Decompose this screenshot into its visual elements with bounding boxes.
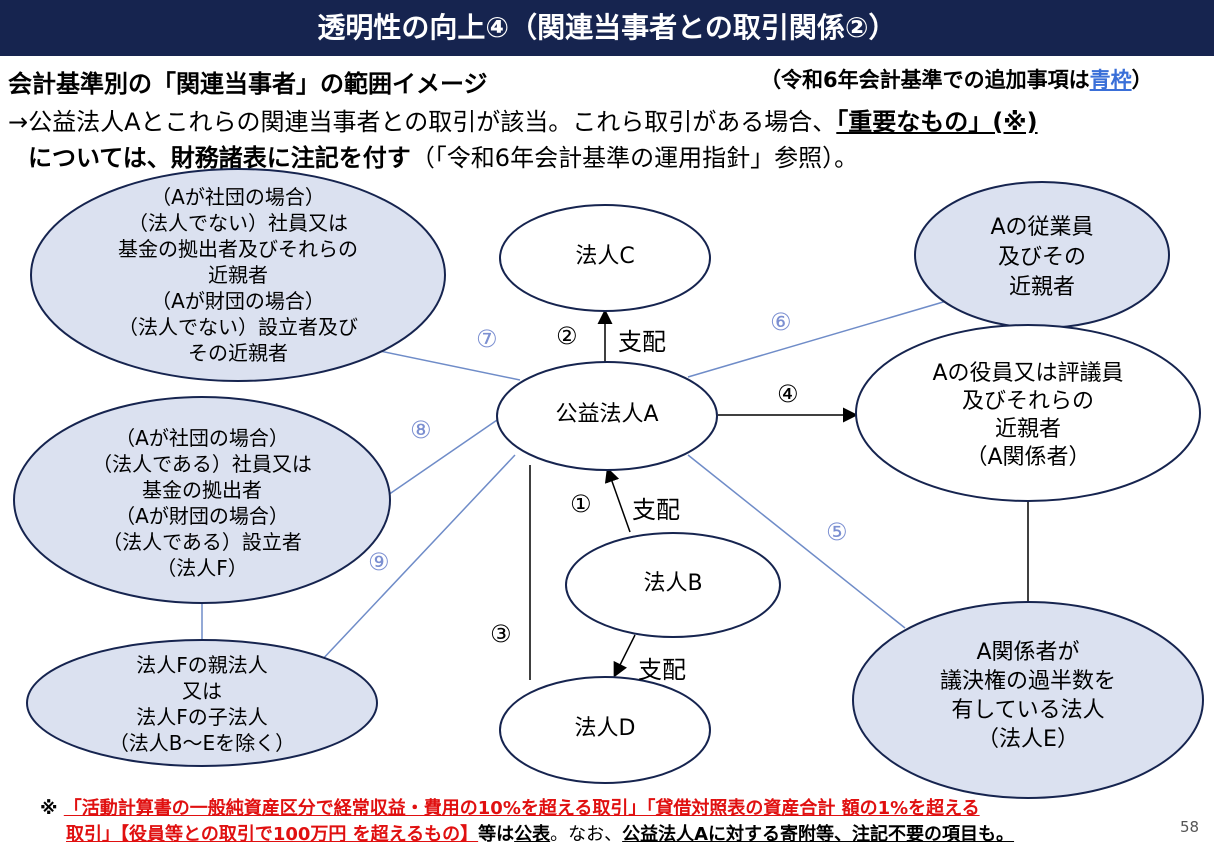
node-label-line: 基金の拠出者及びそれらの (118, 237, 358, 261)
node-label-line: （法人B～Eを除く） (108, 731, 296, 755)
node-label-line: 近親者 (1008, 275, 1075, 300)
edge-num-7: ⑦ (476, 325, 498, 353)
node-label-line: 及びそれらの (961, 389, 1094, 414)
node-corp-b (565, 532, 781, 638)
node-label-line: 基金の拠出者 (142, 478, 262, 502)
node-corp-d (499, 676, 711, 784)
footer-mid-1: 等は (478, 824, 515, 845)
node-label-line: （法人である）社員又は (92, 452, 312, 476)
footer-red-2: 取引」【役員等との取引で100万円 を超えるもの】 (66, 824, 479, 845)
desc-important: 「重要なもの」(※) (836, 108, 1038, 136)
node-label-line: （法人でない）社員又は (128, 211, 348, 235)
footer-red-1: 「活動計算書の一般純資産区分で経常収益・費用の10%を超える取引」「貸借対照表の… (63, 798, 980, 819)
node-center-a (496, 361, 718, 471)
edge-num-6: ⑥ (770, 308, 792, 336)
edge-num-3: ③ (490, 620, 512, 648)
node-label-line: その近親者 (188, 341, 288, 365)
label-corp-c: 法人C (500, 244, 710, 270)
note-link-blue-frame[interactable]: 青枠 (1089, 68, 1132, 92)
node-members-corp (13, 396, 391, 604)
node-label-line: （Aが財団の場合） (151, 289, 325, 313)
node-label-line: （Aが財団の場合） (115, 504, 289, 528)
node-officers (855, 324, 1201, 502)
label-corp-b: 法人B (566, 571, 780, 597)
node-label-line: A関係者が (976, 640, 1080, 665)
section-subtitle: 会計基準別の「関連当事者」の範囲イメージ (8, 70, 488, 98)
footer-mark: ※ (40, 798, 58, 819)
node-label-line: 議決権の過半数を (939, 669, 1116, 694)
label-officers: Aの役員又は評議員及びそれらの近親者 （A関係者） (856, 360, 1200, 472)
label-center-a: 公益法人A (497, 402, 717, 428)
desc-ref: （「令和6年会計基準の運用指針」参照）。 (410, 144, 859, 172)
edge-control-1: 支配 (632, 496, 680, 524)
node-label-line: 公益法人A (555, 402, 659, 427)
node-corp-e (852, 601, 1204, 799)
node-label-line: （Aが社団の場合） (115, 426, 289, 450)
edge-9 (319, 454, 516, 663)
label-employees: Aの従業員及びその近親者 (915, 213, 1169, 303)
footer-note-line-2: 取引」【役員等との取引で100万円 を超えるもの】等は公表。なお、公益法人Aに対… (66, 820, 1014, 846)
label-corp-e: A関係者が議決権の過半数を有している法人 （法人E） (853, 638, 1203, 754)
edge-num-8: ⑧ (410, 416, 432, 444)
label-corp-d: 法人D (500, 716, 710, 742)
node-label-line: 法人Fの親法人 (136, 653, 268, 677)
edge-num-1: ① (570, 490, 592, 518)
node-label-line: Aの役員又は評議員 (932, 361, 1124, 386)
label-members-corp: （Aが社団の場合）（法人である）社員又は基金の拠出者（Aが財団の場合）（法人であ… (14, 425, 390, 581)
edge-num-4: ④ (777, 380, 799, 408)
node-label-line: （法人F） (156, 556, 248, 580)
node-label-line: 法人C (575, 244, 635, 269)
edge-num-5: ⑤ (826, 518, 848, 546)
desc-bold: については、財務諸表に注記を付す (28, 144, 411, 172)
footer-end: 公益法人Aに対する寄附等、注記不要の項目も。 (622, 824, 1015, 845)
node-members-non-corp (30, 168, 446, 382)
footer-public: 公表 (514, 824, 551, 845)
node-label-line: 及びその (997, 245, 1086, 270)
description-line-1: →公益法人Aとこれらの関連当事者との取引が該当。これら取引がある場合、「重要なも… (8, 102, 1038, 137)
note-prefix: （令和6年会計基準での追加事項は (760, 68, 1090, 92)
node-f-parent-sub (26, 639, 378, 767)
note-suffix: ） (1131, 68, 1153, 92)
edge-control-bd: 支配 (638, 656, 686, 684)
desc-text: →公益法人Aとこれらの関連当事者との取引が該当。これら取引がある場合、 (8, 108, 837, 136)
node-label-line: （法人E） (977, 727, 1079, 752)
node-label-line: 有している法人 (951, 698, 1105, 723)
label-f-parent-sub: 法人Fの親法人又は法人Fの子法人（法人B～Eを除く） (27, 652, 377, 756)
edge-1-arrow (604, 467, 631, 533)
node-label-line: 法人D (574, 716, 636, 741)
node-label-line: 法人Fの子法人 (136, 705, 268, 729)
page-title: 透明性の向上④（関連当事者との取引関係②） (0, 0, 1214, 56)
node-label-line: 近親者 (994, 417, 1061, 442)
node-label-line: （A関係者） (965, 445, 1091, 470)
edge-b-d-arrow (613, 634, 636, 678)
node-label-line: （法人である）設立者 (102, 530, 302, 554)
edge-control-2: 支配 (618, 328, 666, 356)
footer-mid-2: 。なお、 (550, 824, 623, 845)
label-members-non-corp: （Aが社団の場合）（法人でない）社員又は基金の拠出者及びそれらの近親者（Aが財団… (38, 184, 438, 366)
footer-note-line-1: ※ 「活動計算書の一般純資産区分で経常収益・費用の10%を超える取引」「貸借対照… (40, 794, 980, 820)
node-label-line: （法人でない）設立者及び (118, 315, 358, 339)
edge-num-2: ② (556, 322, 578, 350)
node-label-line: 近親者 (208, 263, 268, 287)
edge-num-9: ⑨ (368, 548, 390, 576)
edge-8 (387, 417, 501, 496)
edge-6 (687, 299, 951, 378)
edge-7 (374, 349, 521, 381)
node-label-line: 又は (182, 679, 222, 703)
description-line-2: については、財務諸表に注記を付す（「令和6年会計基準の運用指針」参照）。 (28, 138, 858, 173)
node-label-line: （Aが社団の場合） (151, 185, 325, 209)
node-label-line: Aの従業員 (990, 215, 1094, 240)
node-corp-c (499, 204, 711, 312)
legend-note: （令和6年会計基準での追加事項は青枠） (760, 64, 1153, 94)
edge-5 (687, 454, 906, 629)
node-label-line: 法人B (643, 571, 703, 596)
page-number: 58 (1180, 818, 1200, 836)
